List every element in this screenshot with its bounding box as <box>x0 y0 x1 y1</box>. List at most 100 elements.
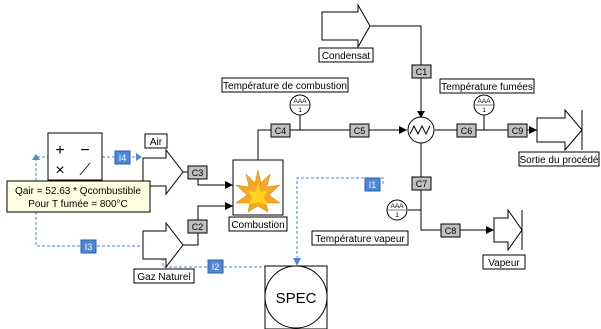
info-tag-label: I4 <box>119 153 127 163</box>
heat-exchanger[interactable] <box>407 116 435 144</box>
signal-line-i1 <box>296 177 384 262</box>
vapeur-outlet-arrow[interactable] <box>493 208 523 252</box>
label-combustion-box <box>228 216 288 232</box>
gauge-text: AAA <box>390 203 404 210</box>
stream-tag-box <box>187 219 208 234</box>
info-tag-i4[interactable]: I4 <box>114 150 131 165</box>
stream-tag-label: C5 <box>354 126 366 136</box>
pipe-sortie-arrow <box>529 126 537 134</box>
stream-tag-box <box>411 176 432 191</box>
signal-arrow-i4-up <box>32 154 40 160</box>
signal-line-i4 <box>35 156 140 181</box>
stream-tag-c2[interactable]: C2 <box>187 219 208 234</box>
gauge-fumees[interactable]: AAA 1 <box>473 94 495 116</box>
stream-tag-box <box>456 123 477 138</box>
pipe-combustion-out-arrow <box>399 126 407 134</box>
stream-tag-c4[interactable]: C4 <box>270 123 291 138</box>
info-tag-box <box>114 150 131 165</box>
plus-icon: + <box>55 142 64 159</box>
signal-line-i3 <box>35 212 140 247</box>
signal-arrow-i4 <box>136 153 142 161</box>
pipe-condensat <box>370 25 422 115</box>
stream-tag-box <box>507 123 528 138</box>
divide-icon: ⟋ <box>79 162 91 179</box>
multiply-icon: × <box>55 162 64 179</box>
stream-tag-c5[interactable]: C5 <box>349 123 370 138</box>
sortie-outlet-arrow[interactable] <box>536 108 583 152</box>
gauge-index: 1 <box>298 107 302 114</box>
spec-label: SPEC <box>276 290 317 307</box>
formula-line-1: Qair = 52.63 * Qcombustible <box>15 186 141 197</box>
stream-tag-label: C2 <box>192 222 204 232</box>
heat-exchanger-coil <box>409 124 431 136</box>
stream-tag-c7[interactable]: C7 <box>411 176 432 191</box>
info-tag-i2[interactable]: I2 <box>207 259 224 274</box>
stream-tag-box <box>187 165 208 180</box>
formula-box: Qair = 52.63 * Qcombustible Pour T fumée… <box>6 180 151 213</box>
pipe-vapeur <box>420 142 494 231</box>
condensat-inlet-arrow[interactable] <box>321 3 371 49</box>
label-condensat: Condensat <box>322 51 371 62</box>
stream-tag-c9[interactable]: C9 <box>507 123 528 138</box>
gauge-text: AAA <box>293 98 307 105</box>
calculator-box <box>47 132 103 181</box>
calculator-block[interactable]: + − × ⟋ <box>47 132 103 181</box>
label-gaz: Gaz Naturel <box>137 272 190 283</box>
gauge-index: 1 <box>482 107 486 114</box>
label-air-box <box>144 133 168 149</box>
signal-line-i2 <box>162 258 297 268</box>
label-temp-combustion-box <box>221 77 349 93</box>
gauge-index: 1 <box>395 212 399 219</box>
pipe-gaz-arrow <box>225 202 233 210</box>
stream-tag-box <box>349 123 370 138</box>
stream-tag-label: C8 <box>445 226 457 236</box>
stream-tags: C1 C2 C3 C4 C5 C6 C7 C8 <box>187 64 528 238</box>
label-temp-vapeur-box <box>311 230 409 246</box>
spec-circle <box>264 265 328 329</box>
gauge-text: AAA <box>477 98 491 105</box>
gaz-inlet-arrow[interactable] <box>142 221 184 269</box>
stream-tag-label: C7 <box>416 179 428 189</box>
info-tag-label: I3 <box>85 242 93 252</box>
heat-exchanger-icon <box>407 116 435 144</box>
pipe-vapeur-arrow <box>486 226 494 234</box>
formula-line-2: Pour T fumée = 800°C <box>28 199 128 210</box>
signal-arrow-i1 <box>293 258 301 266</box>
label-gaz-box <box>133 268 195 284</box>
label-sortie: Sortie du procédé <box>520 155 599 166</box>
combustion-unit[interactable] <box>232 159 284 216</box>
signal-lines <box>32 153 384 268</box>
label-temp-vapeur: Température vapeur <box>315 234 405 245</box>
label-vapeur-box <box>482 254 526 270</box>
info-tags: I1 I2 I3 I4 <box>80 150 381 274</box>
info-tag-i3[interactable]: I3 <box>80 239 97 254</box>
label-combustion: Combustion <box>231 220 284 231</box>
label-temp-fumees: Température fumées <box>441 82 533 93</box>
stream-tag-box <box>440 223 461 238</box>
minus-icon: − <box>80 142 89 159</box>
flame-core-icon <box>248 184 268 205</box>
info-tag-box <box>364 177 381 192</box>
labels: Condensat Température de combustion Temp… <box>133 47 600 284</box>
label-sortie-box <box>518 151 600 167</box>
stream-tag-c1[interactable]: C1 <box>411 64 432 79</box>
info-tag-i1[interactable]: I1 <box>364 177 381 192</box>
pipe-air-arrow <box>225 181 233 189</box>
stream-tag-c6[interactable]: C6 <box>456 123 477 138</box>
info-tag-label: I2 <box>212 262 220 272</box>
info-tag-box <box>80 239 97 254</box>
info-tag-box <box>207 259 224 274</box>
gauge-vapeur[interactable]: AAA 1 <box>386 199 408 221</box>
stream-tag-c8[interactable]: C8 <box>440 223 461 238</box>
label-temp-combustion: Température de combustion <box>223 81 347 92</box>
stream-tag-label: C4 <box>275 126 287 136</box>
stream-tag-label: C9 <box>512 126 524 136</box>
gauge-combustion[interactable]: AAA 1 <box>289 94 311 116</box>
label-temp-fumees-box <box>439 78 535 94</box>
stream-tag-c3[interactable]: C3 <box>187 165 208 180</box>
stream-tag-box <box>270 123 291 138</box>
formula-background <box>6 180 151 213</box>
stream-tag-label: C6 <box>461 126 473 136</box>
spec-block[interactable]: SPEC <box>264 265 328 329</box>
